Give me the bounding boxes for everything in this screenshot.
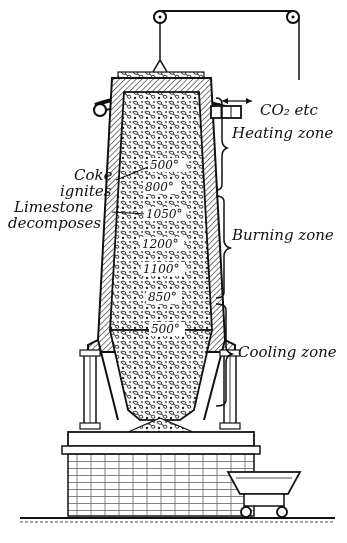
- exhaust-label: CO₂ etc: [260, 101, 318, 119]
- temp-1200: 1200°: [142, 237, 179, 251]
- temp-500-top: 500°: [150, 158, 179, 172]
- cooling-zone-label: Cooling zone: [238, 343, 337, 361]
- exhaust-pipe: [211, 98, 252, 118]
- temp-1050: 1050°: [146, 207, 183, 221]
- burning-zone-label: Burning zone: [231, 226, 334, 244]
- temp-800: 800°: [145, 180, 174, 194]
- temp-500-bottom: 500°: [151, 322, 180, 336]
- temp-1100: 1100°: [143, 262, 180, 276]
- decomposes-label: decomposes: [8, 214, 101, 232]
- hoist-pulley: [154, 11, 299, 80]
- temp-850: 850°: [148, 290, 177, 304]
- heating-zone-label: Heating zone: [231, 124, 333, 142]
- discharge-hopper: [98, 330, 225, 440]
